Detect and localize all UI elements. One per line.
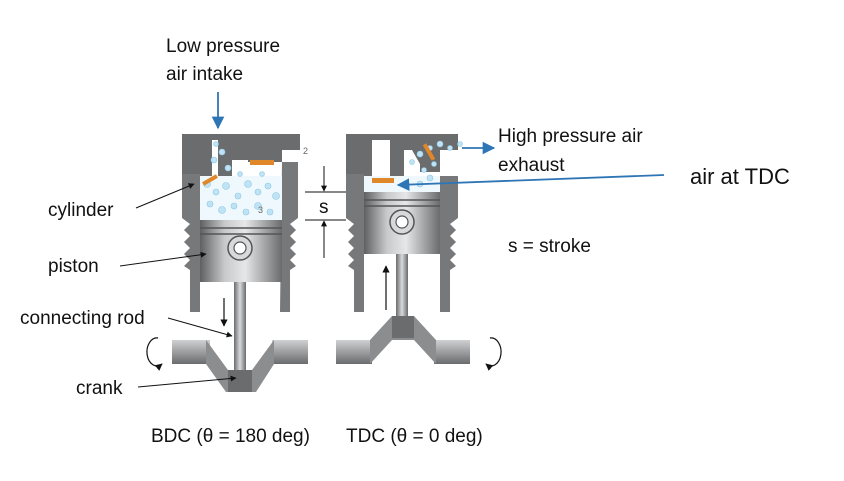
bdc-valve-number-3: 3: [258, 205, 263, 215]
bdc-rotation-arrow: [146, 337, 163, 371]
exhaust-label-line2: exhaust: [498, 155, 565, 176]
bdc-connecting-rod: [234, 282, 246, 370]
tdc-crank-web: [370, 316, 436, 364]
bdc-cylinder-head: [182, 134, 300, 176]
tdc-cylinder-wall-right: [440, 176, 458, 312]
tdc-piston-pin-inner: [395, 215, 409, 229]
air-tdc-arrow: [396, 174, 665, 191]
bdc-exhaust-valve: [250, 160, 274, 165]
tdc-caption: TDC (θ = 0 deg): [346, 426, 483, 447]
tdc-crank-pin: [392, 316, 414, 338]
connecting-rod-leader: [167, 317, 233, 338]
bdc-compressor: 2 3: [146, 134, 308, 392]
intake-label-line2: air intake: [166, 64, 243, 85]
bdc-crank-pin: [228, 370, 252, 392]
bdc-cylinder-wall-left: [182, 174, 200, 312]
tdc-inlet-valve: [372, 178, 394, 183]
bdc-valve-number-2: 2: [303, 146, 308, 156]
tdc-cylinder-wall-left: [346, 174, 364, 312]
cylinder-label: cylinder: [48, 200, 114, 221]
bdc-piston-pin-inner: [233, 241, 247, 255]
tdc-connecting-rod: [396, 254, 408, 318]
bdc-caption: BDC (θ = 180 deg): [151, 426, 310, 447]
air-tdc-label: air at TDC: [690, 164, 790, 189]
exhaust-label-line1: High pressure air: [498, 126, 643, 147]
cylinder-leader: [135, 183, 195, 209]
bdc-intake-valve: [202, 174, 218, 186]
intake-label-line1: Low pressure: [166, 36, 280, 57]
piston-label: piston: [48, 256, 99, 277]
tdc-crank-shaft-right: [434, 340, 470, 364]
bdc-crank-shaft-right: [272, 340, 308, 364]
tdc-rotation-arrow: [485, 337, 502, 371]
tdc-outlet-valve: [422, 143, 436, 161]
connecting-rod-label: connecting rod: [20, 308, 145, 329]
stroke-symbol: s: [319, 197, 329, 218]
bdc-crank-shaft-left: [172, 340, 210, 364]
crank-leader: [137, 375, 237, 388]
piston-leader: [119, 251, 207, 267]
stroke-definition: s = stroke: [508, 236, 591, 257]
stroke-dimension: s: [305, 166, 346, 258]
crank-label: crank: [76, 378, 123, 399]
tdc-compressor: [336, 134, 502, 371]
tdc-cylinder-head: [346, 134, 458, 176]
tdc-crank-shaft-left: [336, 340, 372, 364]
bdc-cylinder-wall-right: [280, 162, 298, 312]
